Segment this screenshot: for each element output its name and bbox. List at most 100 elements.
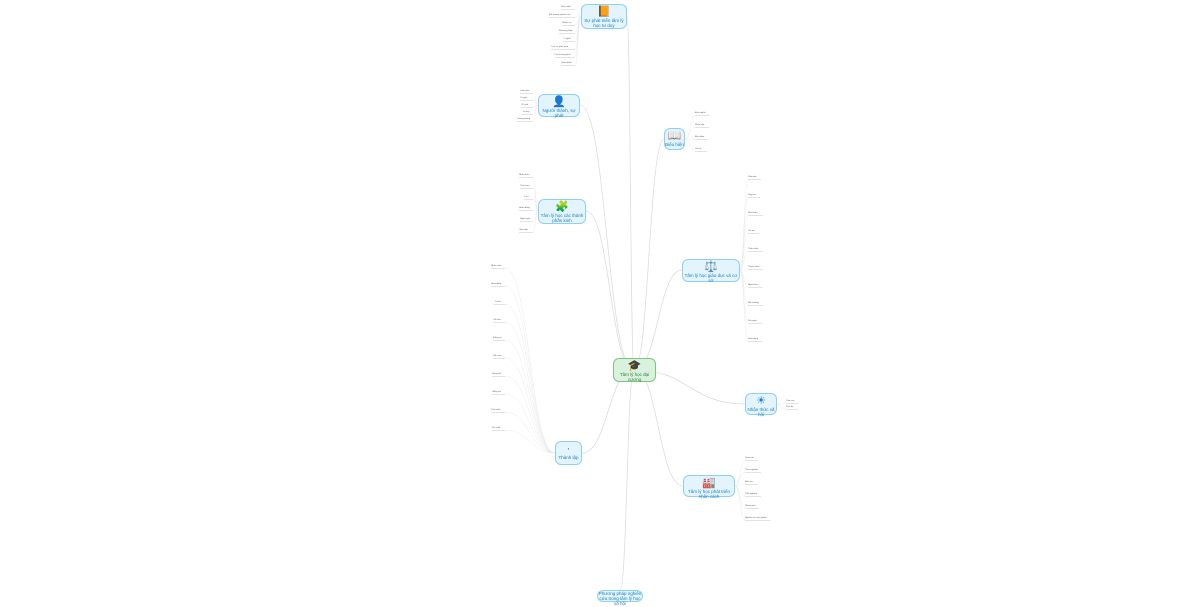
leaf-label[interactable]: Dạy học — [748, 194, 757, 196]
leaf-label[interactable]: Hoạt động — [748, 338, 759, 340]
leaf-label[interactable]: Định nghĩa — [695, 112, 706, 114]
leaf-label[interactable]: Cảm giác — [520, 90, 530, 92]
leaf-label[interactable]: Giao tiếp — [519, 229, 528, 231]
leaf-underline — [695, 151, 707, 152]
connector-line — [532, 210, 539, 233]
leaf-label[interactable]: Thực nghiệm — [745, 469, 758, 471]
leaf-underline — [520, 100, 533, 101]
connector-line — [504, 429, 556, 454]
leaf-label[interactable]: Nhiệm vụ — [562, 22, 572, 24]
leaf-underline — [521, 107, 533, 108]
leaf-label[interactable]: Khái niệm — [561, 6, 571, 8]
leaf-label[interactable]: Ý chí — [523, 196, 529, 198]
connector-line — [504, 411, 556, 454]
leaf-underline — [748, 215, 763, 216]
connector-line — [619, 369, 635, 591]
leaf-label[interactable]: Khí chất — [492, 427, 501, 429]
leaf-label[interactable]: Năng lực — [492, 391, 502, 393]
leaf-label[interactable]: Đặc điểm — [695, 136, 705, 138]
leaf-label[interactable]: Hành động — [519, 207, 530, 209]
leaf-label[interactable]: Đối tượng nghiên cứu — [549, 14, 571, 16]
leaf-underline — [786, 403, 798, 404]
topic-node[interactable]: ☀ Nhận thức xã hội — [745, 393, 777, 417]
leaf-label[interactable]: Tính cách — [491, 409, 501, 411]
leaf-label[interactable]: Nhận thức — [519, 174, 530, 176]
leaf-label[interactable]: Phân loại — [695, 124, 705, 126]
leaf-label[interactable]: Hứng thú — [492, 373, 502, 375]
leaf-underline — [523, 199, 533, 200]
leaf-label[interactable]: Tình cảm — [520, 185, 530, 187]
connector-line — [532, 104, 539, 122]
connector-line — [776, 403, 787, 410]
leaf-underline — [562, 25, 575, 26]
leaf-label[interactable]: Trẻ em — [748, 230, 755, 232]
leaf-label[interactable]: Ngôn ngữ — [520, 218, 530, 220]
leaf-label[interactable]: Lịch sử phát triển — [551, 46, 569, 48]
leaf-label[interactable]: Quan sát — [745, 457, 754, 459]
leaf-label[interactable]: Quan điểm — [561, 62, 572, 64]
leaf-underline — [745, 472, 762, 473]
leaf-label[interactable]: Thái độ — [786, 406, 794, 408]
leaf-label[interactable]: Tri giác — [520, 97, 528, 99]
leaf-underline — [519, 210, 533, 211]
leaf-label[interactable]: Người lớn — [748, 284, 758, 286]
leaf-label[interactable]: Tư duy — [522, 111, 530, 113]
leaf-label[interactable]: Vai trò — [695, 148, 702, 150]
topic-node[interactable]: 📖 Biểu hiện — [664, 128, 685, 150]
leaf-label[interactable]: Di truyền — [748, 320, 757, 322]
leaf-underline — [748, 269, 763, 270]
topic-node[interactable]: 👤 Người thành, sự phát — [538, 94, 580, 118]
connector-line — [574, 16, 582, 66]
leaf-underline — [493, 322, 505, 323]
connector-line — [739, 196, 749, 271]
connector-line — [734, 483, 746, 487]
leaf-label[interactable]: Động cơ — [493, 337, 502, 339]
topic-node[interactable]: 🏭 Tâm lý học phát triển nhân cách — [683, 475, 735, 499]
connector-line — [684, 138, 696, 152]
book-icon: 📙 — [597, 6, 611, 18]
leaf-label[interactable]: Trí nhớ — [521, 104, 529, 106]
connector-line — [633, 269, 683, 371]
leaf-underline — [554, 57, 575, 58]
topic-node[interactable]: · Thành lập — [555, 441, 582, 465]
connector-line — [739, 268, 749, 271]
bullet-icon: · — [566, 443, 571, 455]
leaf-label[interactable]: Môi trường — [748, 302, 759, 304]
leaf-label[interactable]: Nhân cách — [491, 265, 502, 267]
leaf-underline — [745, 484, 758, 485]
leaf-label[interactable]: Phương pháp — [558, 30, 573, 32]
leaf-label[interactable]: Phát triển — [748, 212, 758, 214]
leaf-label[interactable]: Vô thức — [493, 319, 501, 321]
topic-node[interactable]: ⚖️ Tâm lý học giáo dục và cơ sở — [682, 259, 740, 283]
leaf-underline — [748, 305, 763, 306]
connector-line — [776, 402, 787, 405]
topic-node[interactable]: Phương pháp nghiên cứu trong tâm lý học … — [597, 590, 643, 606]
leaf-label[interactable]: Giáo dục — [748, 176, 757, 178]
leaf-underline — [563, 41, 575, 42]
leaf-label[interactable]: Phỏng vấn — [745, 505, 756, 507]
connector-line — [504, 303, 556, 454]
leaf-underline — [491, 268, 505, 269]
topic-node[interactable]: 📙 Sự phát triển tâm lý học tư duy — [581, 4, 627, 29]
connector-line — [734, 485, 746, 509]
leaf-label[interactable]: Nhu cầu — [493, 355, 502, 357]
leaf-underline — [745, 460, 758, 461]
leaf-label[interactable]: Hoạt động — [491, 283, 502, 285]
connector-line — [574, 8, 582, 18]
topic-node[interactable]: 🧩 Tâm lý học các thành phần kinh — [538, 199, 586, 224]
leaf-label[interactable]: Các trường phái — [554, 54, 571, 56]
leaf-label[interactable]: Tưởng tượng — [516, 118, 531, 120]
leaf-label[interactable]: Thiếu niên — [748, 248, 759, 250]
leaf-label[interactable]: Cảm xúc — [786, 400, 795, 402]
leaf-underline — [520, 188, 533, 189]
leaf-label[interactable]: Thanh niên — [748, 266, 759, 268]
leaf-underline — [745, 508, 759, 509]
leaf-label[interactable]: Điều tra — [745, 481, 753, 483]
central-topic[interactable]: 🎓 Tâm lý học đại cương — [613, 358, 656, 382]
leaf-label[interactable]: Ý thức — [494, 301, 501, 303]
connector-line — [532, 92, 539, 106]
leaf-label[interactable]: Ý nghĩa — [563, 38, 571, 40]
leaf-underline — [522, 114, 533, 115]
leaf-label[interactable]: Trắc nghiệm — [745, 493, 758, 495]
leaf-label[interactable]: Nghiên cứu sản phẩm — [745, 517, 767, 519]
